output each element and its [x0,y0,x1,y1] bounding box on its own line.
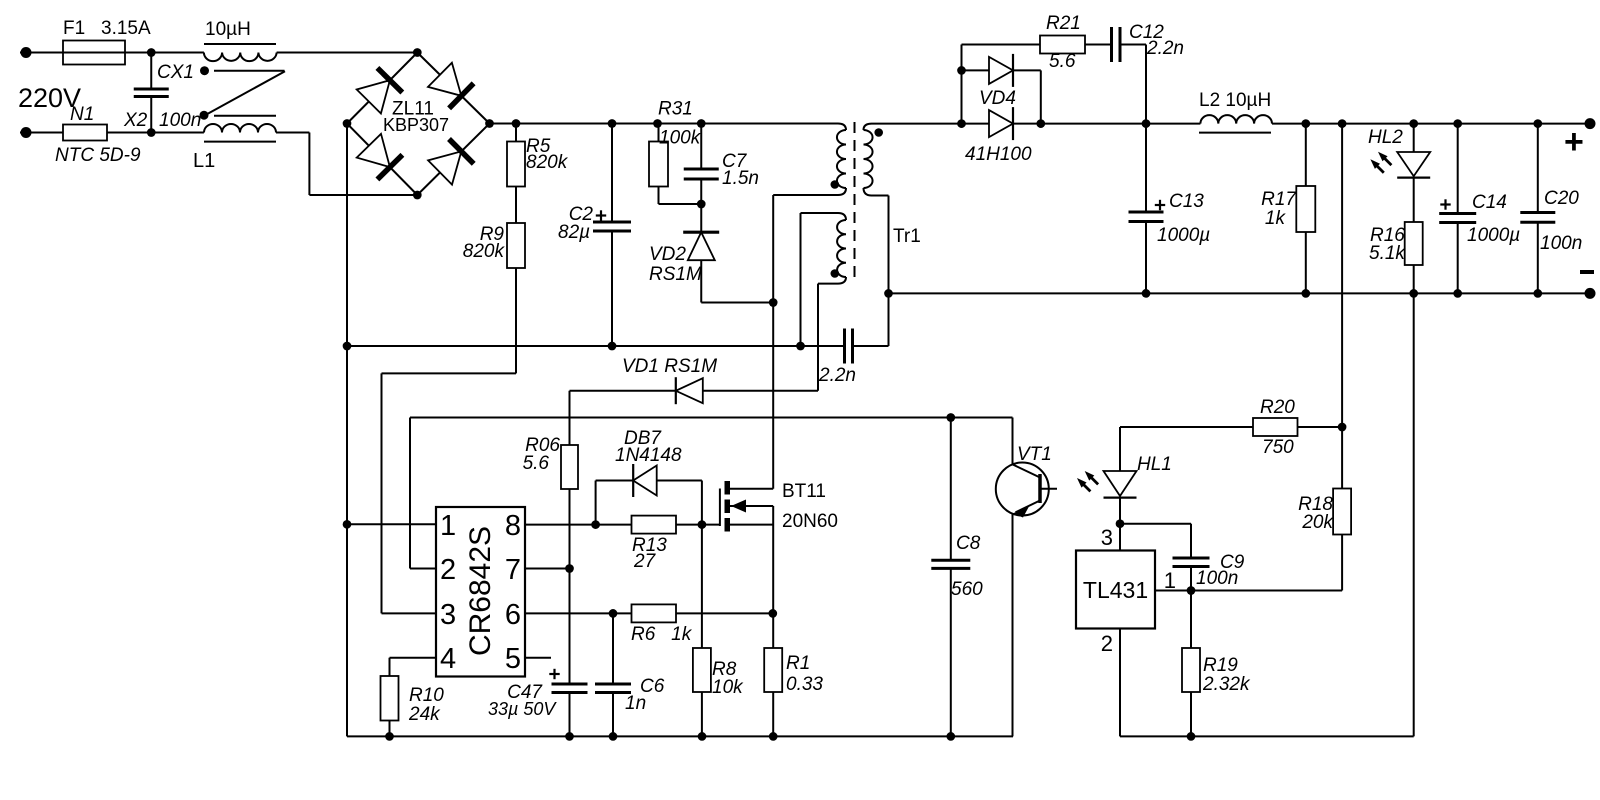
svg-text:L2 10µH: L2 10µH [1199,90,1271,111]
svg-text:7: 7 [505,554,521,586]
svg-text:C14: C14 [1472,192,1507,213]
svg-text:R13: R13 [632,535,667,556]
svg-text:ZL11: ZL11 [392,99,434,120]
svg-text:100n: 100n [1540,233,1582,254]
svg-text:R1: R1 [786,653,810,674]
svg-text:F1 3.15A: F1 3.15A [63,18,151,39]
svg-text:4: 4 [440,643,456,675]
svg-text:750: 750 [1262,437,1294,458]
svg-text:100n: 100n [1196,568,1238,589]
svg-text:560: 560 [951,579,983,600]
svg-text:VT1: VT1 [1017,444,1052,465]
svg-text:R16: R16 [1370,225,1405,246]
svg-text:3: 3 [1101,525,1113,550]
svg-text:41H100: 41H100 [965,144,1032,165]
svg-text:C12: C12 [1129,22,1164,43]
svg-text:NTC 5D-9: NTC 5D-9 [55,145,141,166]
svg-text:L1: L1 [193,150,215,172]
svg-text:BT11: BT11 [782,481,826,502]
svg-text:82µ: 82µ [558,222,590,243]
svg-text:R9: R9 [480,224,505,245]
svg-text:100k: 100k [659,128,702,149]
svg-text:HL1: HL1 [1137,454,1172,475]
svg-text:100n: 100n [159,110,201,131]
svg-text:8: 8 [505,510,521,542]
svg-text:CX1: CX1 [157,62,194,83]
svg-text:C7: C7 [722,151,748,172]
svg-text:HL2: HL2 [1368,127,1403,148]
svg-text:KBP307: KBP307 [383,115,449,135]
svg-text:2.2n: 2.2n [1146,38,1184,59]
svg-text:R06: R06 [525,435,560,456]
svg-text:Tr1: Tr1 [893,226,921,247]
svg-text:C9: C9 [1220,552,1245,573]
svg-text:TL431: TL431 [1083,577,1148,603]
svg-text:VD2: VD2 [649,244,686,265]
svg-text:24k: 24k [408,704,441,725]
svg-text:5.6: 5.6 [523,453,550,474]
svg-text:10µH: 10µH [205,19,251,40]
svg-text:CR6842S: CR6842S [464,526,497,656]
svg-text:X2: X2 [123,110,148,131]
svg-text:5.6: 5.6 [1049,51,1076,72]
svg-text:5: 5 [505,643,521,675]
svg-text:0.33: 0.33 [786,674,823,695]
svg-text:N1: N1 [70,104,94,125]
svg-text:27: 27 [633,551,657,572]
svg-text:C2: C2 [569,204,594,225]
svg-text:C13: C13 [1169,191,1204,212]
svg-text:5.1k: 5.1k [1369,243,1406,264]
svg-text:1N4148: 1N4148 [615,445,682,466]
svg-text:R17: R17 [1261,189,1297,210]
svg-text:6: 6 [505,599,521,631]
svg-text:2.2n: 2.2n [818,365,856,386]
svg-text:20k: 20k [1301,512,1334,533]
svg-text:33µ 50V: 33µ 50V [488,699,557,719]
svg-text:820k: 820k [463,241,506,262]
svg-text:R8: R8 [712,659,737,680]
svg-text:1000µ: 1000µ [1467,225,1520,246]
svg-text:RS1M: RS1M [649,264,702,285]
svg-text:1n: 1n [625,693,646,714]
svg-text:R19: R19 [1203,655,1238,676]
svg-text:C8: C8 [956,533,981,554]
svg-text:R21: R21 [1046,13,1081,34]
svg-text:+: + [1564,123,1584,161]
svg-text:R31: R31 [658,99,693,120]
svg-text:R20: R20 [1260,397,1295,418]
svg-text:10k: 10k [712,677,744,698]
svg-text:20N60: 20N60 [782,511,838,532]
svg-text:C6: C6 [640,676,665,697]
svg-text:R18: R18 [1298,494,1333,515]
svg-text:1000µ: 1000µ [1157,225,1210,246]
svg-text:220V: 220V [18,83,81,113]
svg-text:1.5n: 1.5n [722,168,759,189]
svg-text:C20: C20 [1544,188,1579,209]
svg-text:DB7: DB7 [624,428,662,449]
svg-text:R10: R10 [409,685,444,706]
svg-text:820k: 820k [526,152,569,173]
svg-text:3: 3 [440,599,456,631]
svg-text:1: 1 [440,510,456,542]
svg-text:1k: 1k [1265,208,1287,229]
svg-text:2: 2 [1101,631,1113,656]
svg-text:R5: R5 [526,136,551,157]
svg-text:2.32k: 2.32k [1202,674,1251,695]
svg-text:R6 1k: R6 1k [631,624,693,645]
svg-text:VD4: VD4 [979,88,1016,109]
svg-text:C47: C47 [507,682,543,703]
svg-text:VD1 RS1M: VD1 RS1M [622,356,717,377]
svg-text:2: 2 [440,554,456,586]
svg-text:1: 1 [1164,568,1176,593]
